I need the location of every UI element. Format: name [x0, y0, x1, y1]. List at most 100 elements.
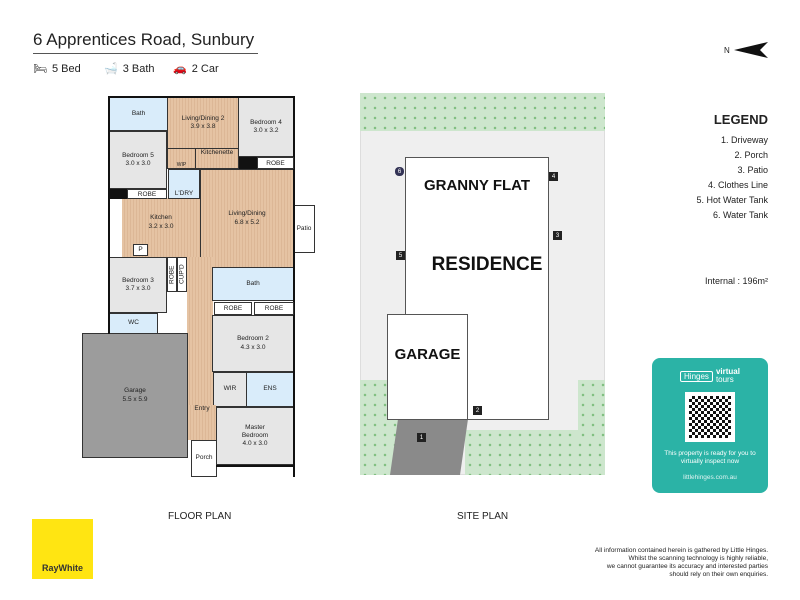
room-label: Kitchenette — [200, 149, 234, 156]
robe: ROBE — [214, 302, 252, 315]
disclaimer-line: Whilst the scanning technology is highly… — [628, 555, 768, 562]
legend-item: 3. Patio — [737, 165, 768, 175]
feature-beds: 🛏 5 Bed — [33, 62, 81, 76]
room-label: Bedroom 2 — [237, 335, 269, 343]
lawn — [578, 380, 605, 440]
outer-wall — [108, 96, 294, 98]
legend-item: 1. Driveway — [720, 135, 768, 145]
promo-text: This property is ready for you to virtua… — [664, 450, 756, 466]
room-bath-2: Bath — [212, 267, 294, 301]
qr-code[interactable] — [685, 392, 735, 442]
wall — [109, 189, 127, 199]
robe: ROBE — [127, 189, 167, 199]
qr-pattern — [689, 396, 731, 438]
robe: ROBE — [257, 157, 294, 169]
room-label: Patio — [296, 224, 312, 232]
bed-icon: 🛏 — [33, 63, 47, 75]
room-laundry: L'DRY — [168, 169, 200, 199]
room-patio: Patio — [293, 205, 315, 253]
room-wip: WIP — [167, 148, 196, 169]
room-kitchenette: Kitchenette — [195, 148, 239, 169]
marker-driveway: 1 — [417, 433, 426, 442]
room-dim: 5.5 x 5.9 — [122, 395, 148, 403]
lawn — [465, 430, 605, 475]
legend-item: 6. Water Tank — [712, 210, 768, 220]
room-label: Living/Dining — [228, 210, 266, 218]
room-label: Entry — [194, 405, 210, 412]
lawn — [360, 93, 605, 131]
legend-title: LEGEND — [713, 112, 768, 127]
room-label: Garage — [124, 387, 146, 395]
room-porch: Porch — [191, 440, 217, 477]
room-label: Kitchen — [150, 214, 172, 222]
room-dim: 3.7 x 3.0 — [125, 285, 151, 292]
room-pantry: P — [133, 244, 148, 256]
cupboard: CUP'D — [177, 257, 187, 292]
marker-patio: 3 — [553, 231, 562, 240]
room-dim: 4.3 x 3.0 — [240, 343, 266, 351]
site-plan-caption: SITE PLAN — [457, 511, 509, 522]
room-ensuite: ENS — [246, 372, 294, 407]
disclaimer-line: we cannot guarantee its accuracy and int… — [606, 563, 768, 570]
granny-flat: GRANNY FLAT — [405, 157, 549, 212]
outer-wall — [108, 96, 110, 334]
room-dim: 3.0 x 3.2 — [253, 127, 279, 134]
room-bath-1: Bath — [109, 97, 168, 131]
compass-label: N — [724, 45, 730, 55]
room-dim: 3.2 x 3.0 — [148, 222, 174, 230]
marker-hot-water-tank: 5 — [396, 251, 405, 260]
bath-icon: 🛁 — [104, 63, 118, 75]
disclaimer-line: All information contained herein is gath… — [594, 547, 768, 554]
legend-list: 1. Driveway 2. Porch 3. Patio 4. Clothes… — [696, 133, 768, 223]
room-label: Bedroom 3 — [122, 276, 154, 284]
outer-wall — [293, 96, 295, 477]
marker-water-tank: 6 — [395, 167, 404, 176]
wall — [239, 157, 257, 169]
property-title: 6 Apprentices Road, Sunbury — [33, 30, 255, 49]
room-label: Bath — [131, 109, 146, 117]
robe: ROBE — [254, 302, 294, 315]
room-label: WC — [128, 319, 139, 327]
room-dim: 3.0 x 3.0 — [125, 160, 151, 167]
driveway — [390, 405, 470, 475]
room-label: WIR — [223, 385, 237, 393]
raywhite-logo: RayWhite — [32, 519, 93, 579]
room-label: ENS — [263, 385, 277, 393]
room-label: Bath — [246, 279, 260, 287]
room-label: Master Bedroom — [241, 423, 269, 439]
compass: N — [724, 40, 772, 60]
marker-porch: 2 — [473, 406, 482, 415]
lawn — [360, 380, 398, 475]
hallway — [187, 257, 213, 425]
disclaimer: All information contained herein is gath… — [595, 547, 768, 579]
room-label: Bedroom 5 — [122, 151, 154, 159]
tours-label: tours — [715, 375, 734, 384]
beds-label: 5 Bed — [51, 62, 81, 75]
room-dim: 6.8 x 5.2 — [234, 218, 260, 226]
room-label: P — [138, 245, 143, 253]
robe: ROBE — [167, 257, 177, 292]
title-divider — [33, 53, 258, 54]
kitchen-bench — [110, 199, 122, 239]
agency-name: RayWhite — [41, 563, 83, 573]
room-entry: Entry — [188, 405, 216, 440]
promo-url[interactable]: littlehinges.com.au — [683, 473, 737, 481]
cars-label: 2 Car — [191, 62, 219, 75]
site-garage: GARAGE — [387, 314, 468, 420]
feature-cars: 🚗2 Car — [173, 62, 219, 76]
room-label: Bedroom 4 — [250, 118, 282, 126]
garage-label: GARAGE — [394, 345, 461, 363]
internal-area: Internal : 196m² — [704, 276, 768, 286]
room-label: WIP — [176, 161, 187, 168]
marker-clothes-line: 4 — [549, 172, 558, 181]
feature-baths: 🛁3 Bath — [104, 62, 155, 76]
